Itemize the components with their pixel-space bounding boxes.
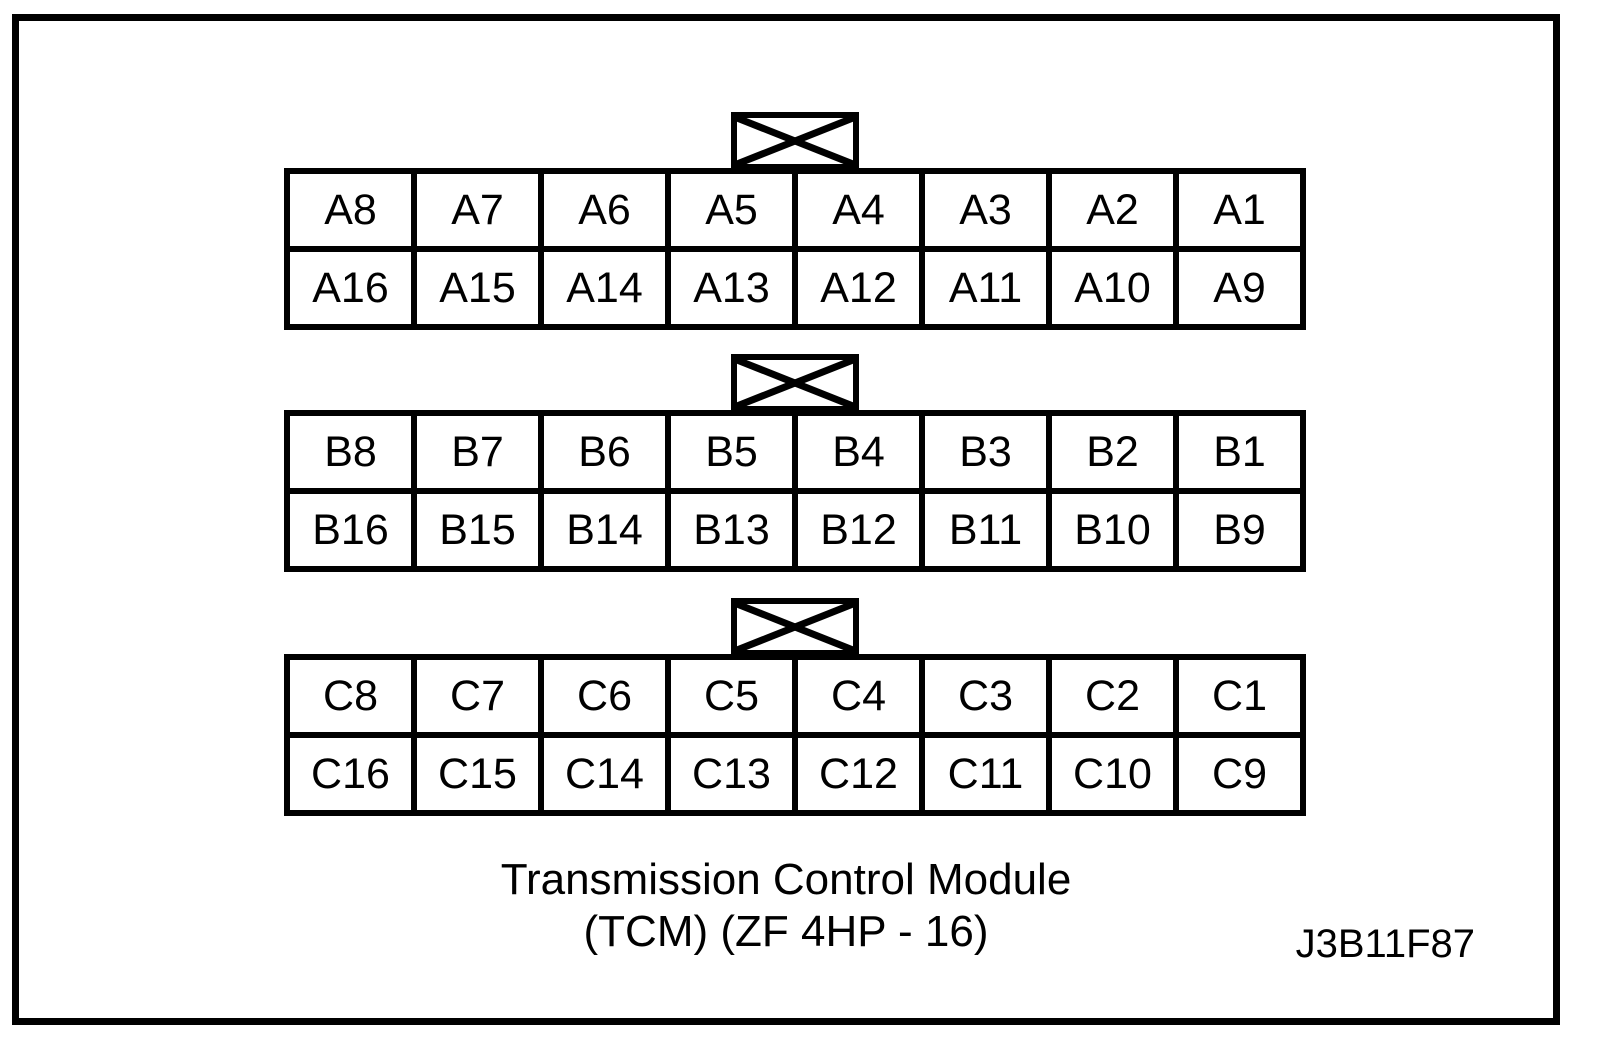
pin-cell[interactable]: C9 [1173, 738, 1300, 810]
diagram-frame: A8 A7 A6 A5 A4 A3 A2 A1 A16 A15 A14 A13 … [12, 14, 1560, 1025]
pin-row-a-bottom: A16 A15 A14 A13 A12 A11 A10 A9 [290, 246, 1300, 324]
pin-row-c-top: C8 C7 C6 C5 C4 C3 C2 C1 [290, 660, 1300, 732]
pin-cell[interactable]: B13 [665, 494, 792, 566]
pin-cell[interactable]: B16 [312, 505, 389, 554]
pin-cell[interactable]: C12 [792, 738, 919, 810]
pin-cell[interactable]: A6 [538, 174, 665, 246]
bowtie-latch-icon [731, 598, 859, 656]
pin-cell[interactable]: A4 [792, 174, 919, 246]
figure-caption: Transmission Control Module (TCM) (ZF 4H… [19, 854, 1553, 958]
pin-cell[interactable]: C7 [411, 660, 538, 732]
pin-cell[interactable]: C2 [1046, 660, 1173, 732]
bowtie-latch-icon [731, 112, 859, 170]
pin-cell[interactable]: C16 [311, 749, 390, 798]
pin-cell[interactable]: B2 [1046, 416, 1173, 488]
figure-code: J3B11F87 [1295, 922, 1475, 966]
pin-cell[interactable]: A2 [1046, 174, 1173, 246]
pin-row-b-top: B8 B7 B6 B5 B4 B3 B2 B1 [290, 416, 1300, 488]
pin-cell[interactable]: A9 [1173, 252, 1300, 324]
pin-row-c-bottom: C16 C15 C14 C13 C12 C11 C10 C9 [290, 732, 1300, 810]
pin-cell[interactable]: A16 [312, 263, 389, 312]
connector-a: A8 A7 A6 A5 A4 A3 A2 A1 A16 A15 A14 A13 … [284, 112, 1306, 330]
pin-cell[interactable]: C8 [323, 671, 378, 720]
pin-cell[interactable]: C3 [919, 660, 1046, 732]
pin-cell[interactable]: B9 [1173, 494, 1300, 566]
pin-cell[interactable]: B5 [665, 416, 792, 488]
pin-cell[interactable]: A15 [411, 252, 538, 324]
pin-cell[interactable]: A7 [411, 174, 538, 246]
pin-cell[interactable]: C6 [538, 660, 665, 732]
pin-cell[interactable]: A10 [1046, 252, 1173, 324]
pin-cell[interactable]: C1 [1173, 660, 1300, 732]
pin-grid-a: A8 A7 A6 A5 A4 A3 A2 A1 A16 A15 A14 A13 … [284, 168, 1306, 330]
pin-row-a-top: A8 A7 A6 A5 A4 A3 A2 A1 [290, 174, 1300, 246]
connector-b: B8 B7 B6 B5 B4 B3 B2 B1 B16 B15 B14 B13 … [284, 354, 1306, 572]
pin-cell[interactable]: B3 [919, 416, 1046, 488]
pin-grid-c: C8 C7 C6 C5 C4 C3 C2 C1 C16 C15 C14 C13 … [284, 654, 1306, 816]
pin-cell[interactable]: C14 [538, 738, 665, 810]
pin-cell[interactable]: C11 [919, 738, 1046, 810]
connector-c: C8 C7 C6 C5 C4 C3 C2 C1 C16 C15 C14 C13 … [284, 598, 1306, 816]
pin-cell[interactable]: C15 [411, 738, 538, 810]
pin-cell[interactable]: A12 [792, 252, 919, 324]
caption-line-1: Transmission Control Module [500, 855, 1072, 904]
pin-cell[interactable]: C4 [792, 660, 919, 732]
pin-cell[interactable]: B6 [538, 416, 665, 488]
pin-cell[interactable]: A5 [665, 174, 792, 246]
pin-cell[interactable]: A11 [919, 252, 1046, 324]
pin-cell[interactable]: B7 [411, 416, 538, 488]
pin-cell[interactable]: C10 [1046, 738, 1173, 810]
pin-cell[interactable]: B15 [411, 494, 538, 566]
pin-row-b-bottom: B16 B15 B14 B13 B12 B11 B10 B9 [290, 488, 1300, 566]
pin-cell[interactable]: B12 [792, 494, 919, 566]
caption-line-2: (TCM) (ZF 4HP - 16) [583, 907, 989, 956]
pin-cell[interactable]: B14 [538, 494, 665, 566]
pin-cell[interactable]: A3 [919, 174, 1046, 246]
bowtie-latch-icon [731, 354, 859, 412]
pin-cell[interactable]: B11 [919, 494, 1046, 566]
pin-cell[interactable]: B1 [1173, 416, 1300, 488]
pin-cell[interactable]: C5 [665, 660, 792, 732]
pin-cell[interactable]: B4 [792, 416, 919, 488]
pin-cell[interactable]: A13 [665, 252, 792, 324]
pin-grid-b: B8 B7 B6 B5 B4 B3 B2 B1 B16 B15 B14 B13 … [284, 410, 1306, 572]
pin-cell[interactable]: A1 [1173, 174, 1300, 246]
pin-cell[interactable]: B10 [1046, 494, 1173, 566]
pin-cell[interactable]: C13 [665, 738, 792, 810]
pin-cell[interactable]: A8 [324, 185, 377, 234]
pin-cell[interactable]: A14 [538, 252, 665, 324]
pin-cell[interactable]: B8 [324, 427, 377, 476]
